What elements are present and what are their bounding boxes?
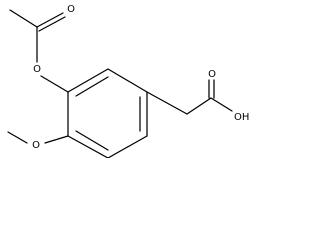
bond-ring-methoxy-oxygen (44, 135, 69, 144)
bond-methoxy-methyl (7, 131, 28, 144)
bond-ch2-acid-carbon (186, 97, 212, 115)
chemical-structure: O O O O OH (7, 4, 249, 158)
bond-ring-ch2 (146, 91, 188, 115)
atom-ester-carbonyl-oxygen: O (67, 4, 75, 15)
atom-acid-carbonyl-oxygen: O (208, 69, 216, 80)
bond-ester-carbonyl-2 (38, 16, 66, 32)
ring-bond-5 (67, 135, 109, 158)
atom-acid-hydroxyl: OH (234, 112, 249, 123)
bond-acid-hydroxyl (210, 97, 233, 112)
bond-acetyl-methyl (9, 9, 38, 28)
ring-bond-4 (107, 135, 148, 158)
bond-ester-oxygen-ring (40, 75, 69, 93)
ring-bond-2 (107, 68, 148, 93)
atom-ester-oxygen: O (33, 64, 41, 75)
bond-ester-carbonyl-1 (36, 12, 64, 28)
ring-bond-1 (67, 68, 109, 93)
atom-methoxy-oxygen: O (32, 140, 40, 151)
ring-double-1 (75, 76, 109, 97)
ring-double-3 (75, 130, 109, 151)
